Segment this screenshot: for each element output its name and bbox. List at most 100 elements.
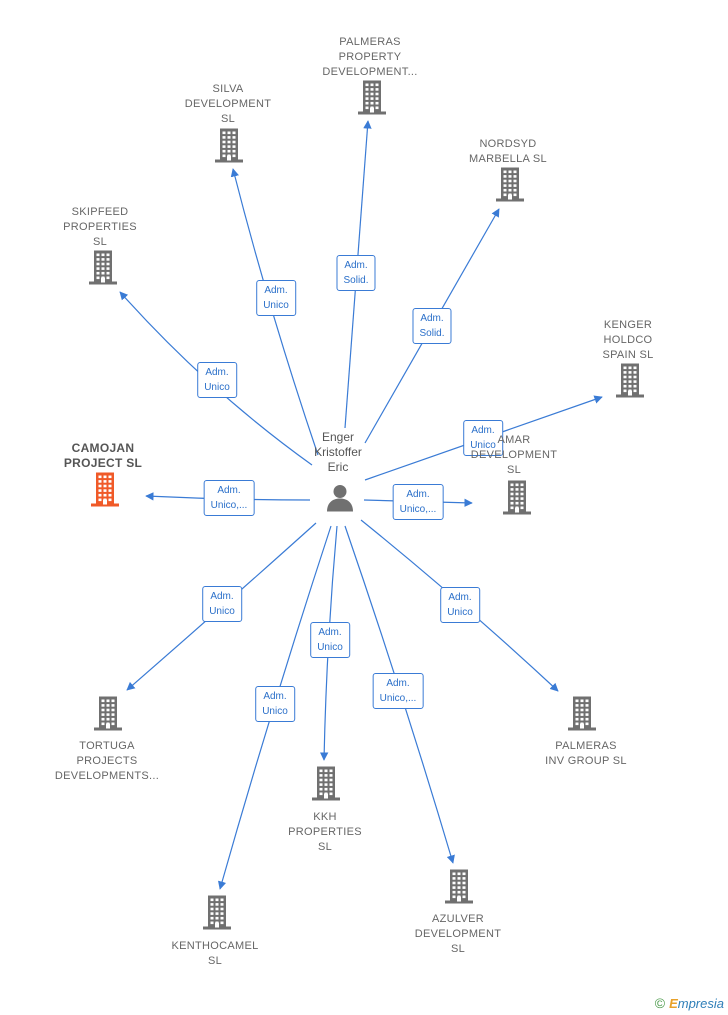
company-label-line: INV GROUP SL — [545, 755, 627, 767]
person-label-line: Kristoffer — [314, 445, 362, 459]
building-icon — [94, 696, 122, 731]
company-node-kenger[interactable] — [614, 363, 646, 404]
company-label-line: MARBELLA SL — [469, 153, 547, 165]
company-node-nordsyd[interactable] — [494, 167, 526, 208]
building-icon — [616, 363, 644, 398]
role-label-line: Adm. — [318, 627, 342, 638]
role-label-line: Unico,... — [399, 504, 437, 515]
company-label-line: SPAIN SL — [602, 349, 654, 361]
company-label-line: DEVELOPMENT — [470, 449, 558, 461]
role-label-line: Solid. — [419, 328, 445, 339]
role-label-line: Unico — [209, 606, 235, 617]
role-label-line: Adm. — [217, 485, 241, 496]
empresia-watermark: ©Empresia — [654, 995, 724, 1011]
role-label-line: Adm. — [448, 592, 472, 603]
role-label-skipfeed: Adm.Unico — [197, 362, 237, 398]
company-node-silva[interactable] — [213, 128, 245, 169]
company-node-azulver[interactable] — [443, 869, 475, 910]
company-label-line: PROPERTIES — [288, 826, 362, 838]
building-icon — [91, 472, 119, 507]
company-label-line: SL — [450, 943, 466, 955]
company-node-camojan[interactable] — [89, 472, 121, 513]
role-label-azulver: Adm. Unico,... — [372, 673, 424, 709]
person-node[interactable] — [325, 483, 355, 518]
building-icon — [312, 766, 340, 801]
person-icon — [327, 485, 353, 512]
company-label-line: DEVELOPMENT... — [322, 66, 418, 78]
company-label-line: PROJECTS — [76, 755, 138, 767]
role-label-kenger: Adm. Unico — [463, 420, 503, 456]
building-icon — [358, 80, 386, 115]
role-label-line: Adm. — [406, 489, 430, 500]
company-node-kkh[interactable] — [310, 766, 342, 807]
role-label-line: Unico — [470, 440, 496, 451]
company-label-line: SKIPFEED — [71, 206, 129, 218]
company-label-azulver[interactable]: AZULVER DEVELOPMENT SL — [415, 912, 501, 957]
company-label-line: DEVELOPMENT — [184, 98, 272, 110]
person-label-line: Eric — [327, 460, 349, 474]
company-label-line: CAMOJAN — [71, 441, 135, 455]
role-label-line: Unico,... — [210, 500, 248, 511]
company-label-kenthocamel[interactable]: KENTHOCAMEL SL — [171, 939, 258, 969]
role-label-amar: Adm. Unico,... — [392, 484, 444, 520]
role-label-line: Adm. — [471, 425, 495, 436]
company-label-line: SILVA — [212, 83, 244, 95]
role-label-line: Unico — [204, 382, 230, 393]
company-label-line: KKH — [313, 811, 337, 823]
company-label-line: NORDSYD — [479, 138, 537, 150]
company-node-tortuga[interactable] — [92, 696, 124, 737]
company-label-line: DEVELOPMENT — [414, 928, 502, 940]
company-node-palmeras-property[interactable] — [356, 80, 388, 121]
company-label-line: SL — [506, 464, 522, 476]
role-label-kenthocamel: Adm.Unico — [255, 686, 295, 722]
role-label-line: Adm. — [264, 285, 288, 296]
building-icon — [496, 167, 524, 202]
company-label-kenger[interactable]: KENGER HOLDCO SPAIN SL — [602, 318, 653, 363]
role-label-line: Unico — [317, 642, 343, 653]
company-label-nordsyd[interactable]: NORDSYD MARBELLA SL — [469, 137, 547, 167]
company-node-skipfeed[interactable] — [87, 250, 119, 291]
role-label-line: Unico — [263, 300, 289, 311]
company-node-palmeras-inv[interactable] — [566, 696, 598, 737]
building-icon — [503, 480, 531, 515]
role-label-silva: Adm. Unico — [256, 280, 296, 316]
building-icon — [203, 895, 231, 930]
company-label-line: AMAR — [497, 434, 531, 446]
role-label-line: Unico — [447, 607, 473, 618]
company-label-kkh[interactable]: KKH PROPERTIES SL — [288, 810, 362, 855]
company-node-amar[interactable] — [501, 480, 533, 521]
role-label-camojan: Adm. Unico,... — [203, 480, 255, 516]
company-node-kenthocamel[interactable] — [201, 895, 233, 936]
role-label-kkh: Adm. Unico — [310, 622, 350, 658]
company-label-line: PROPERTIES — [63, 221, 137, 233]
building-icon — [568, 696, 596, 731]
company-label-silva[interactable]: SILVA DEVELOPMENT SL — [185, 82, 271, 127]
company-label-line: HOLDCO — [603, 334, 653, 346]
role-label-line: Adm. — [263, 691, 287, 702]
company-label-amar[interactable]: AMAR DEVELOPMENT SL — [471, 433, 557, 478]
company-label-line: SL — [220, 113, 236, 125]
role-label-nordsyd: Adm.Solid. — [412, 308, 452, 344]
company-label-line: KENTHOCAMEL — [171, 940, 259, 952]
company-label-line: SL — [207, 955, 223, 967]
company-label-line: DEVELOPMENTS... — [54, 770, 160, 782]
role-label-palmeras-property: Adm.Solid. — [336, 255, 376, 291]
role-label-line: Unico,... — [379, 693, 417, 704]
company-label-line: PROPERTY — [338, 51, 402, 63]
building-icon — [445, 869, 473, 904]
building-icon — [89, 250, 117, 285]
building-icon — [215, 128, 243, 163]
company-label-line: SL — [317, 841, 333, 853]
company-label-line: SL — [92, 236, 108, 248]
company-label-skipfeed[interactable]: SKIPFEED PROPERTIES SL — [63, 205, 137, 250]
company-label-line: AZULVER — [431, 913, 485, 925]
role-label-line: Adm. — [386, 678, 410, 689]
role-label-palmeras-inv: Adm. Unico — [440, 587, 480, 623]
role-label-line: Solid. — [343, 275, 369, 286]
company-label-line: KENGER — [603, 319, 653, 331]
